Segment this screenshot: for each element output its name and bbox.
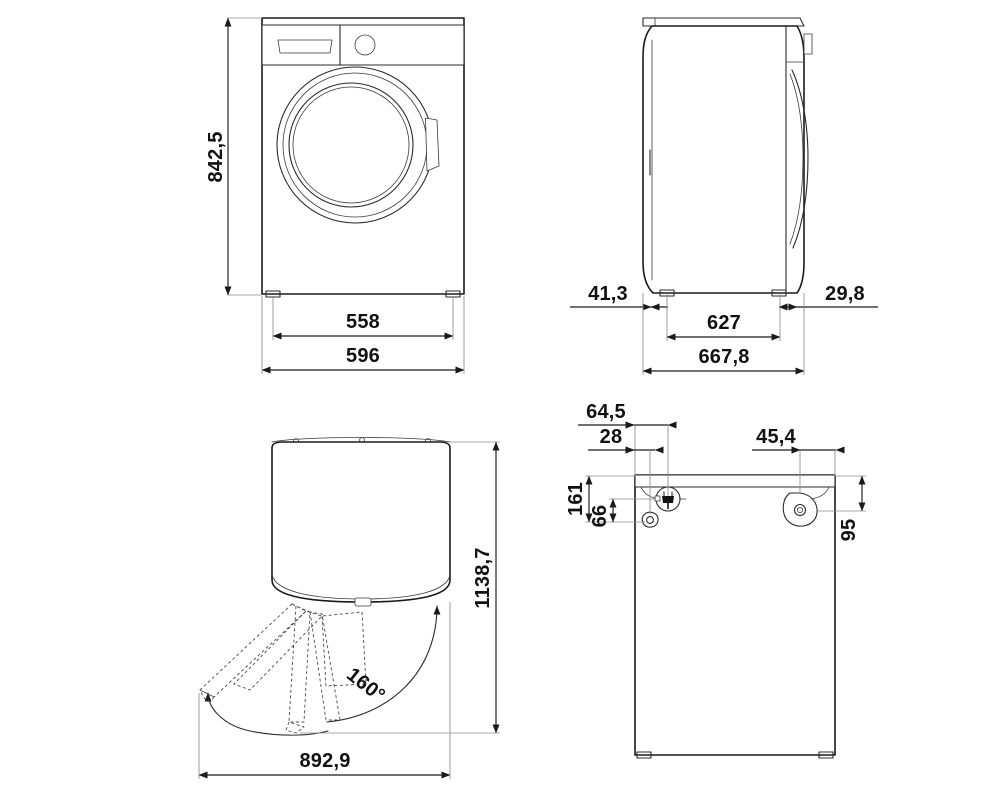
front-foot-left xyxy=(265,290,281,298)
rear-cord-clamp xyxy=(654,495,661,502)
plan-swing-arc-inner xyxy=(204,692,329,736)
door-glass-inner xyxy=(292,86,410,204)
plan-door-open-a-handle xyxy=(199,689,215,703)
water-inlet-bore xyxy=(793,503,807,517)
power-plug-prongs xyxy=(663,491,673,497)
dim-rear-28-label: 28 xyxy=(600,426,623,448)
dim-front-596-label: 596 xyxy=(346,345,380,367)
dim-side-627-label: 627 xyxy=(707,312,741,334)
rear-top-cap xyxy=(634,474,836,488)
dim-rear-645-label: 64,5 xyxy=(586,401,626,423)
view-front-elevation: 842,5 558 596 xyxy=(205,17,465,374)
door-outer-ring[interactable] xyxy=(276,66,434,224)
side-door-latch[interactable] xyxy=(803,33,813,55)
dim-front-558-label: 558 xyxy=(346,311,380,333)
plan-door-handle[interactable] xyxy=(354,597,372,607)
dim-side-413-label: 41,3 xyxy=(588,283,628,305)
plan-hinge-guide xyxy=(291,603,297,607)
plan-cabinet-outline xyxy=(271,441,451,603)
dim-rear-454-label: 45,4 xyxy=(756,426,796,448)
rear-foot-left xyxy=(636,751,652,759)
plan-door-open-c xyxy=(321,611,367,687)
rear-foot-right xyxy=(818,751,834,759)
display-panel[interactable] xyxy=(277,39,333,54)
dim-plan-11387-label: 1138,7 xyxy=(472,547,494,608)
door-glass xyxy=(288,82,414,208)
dim-side-298-label: 29,8 xyxy=(825,283,865,305)
side-foot-rear xyxy=(659,289,675,297)
side-door-bulge-inner xyxy=(789,73,804,245)
dim-rear-66-label: 66 xyxy=(589,505,611,528)
drain-hose-bore xyxy=(646,516,654,524)
drain-hose-port xyxy=(641,511,659,528)
program-selector-knob[interactable] xyxy=(354,34,376,56)
plan-rear-cap xyxy=(271,437,451,443)
side-body-profile xyxy=(642,25,805,294)
power-plug-cord xyxy=(667,503,669,509)
dim-rear-161-label: 161 xyxy=(565,482,587,516)
view-rear-elevation: 64,5 28 45,4 161 66 95 xyxy=(565,401,866,759)
water-inlet-valve xyxy=(782,492,818,527)
plan-swing-arc-outer xyxy=(326,605,441,723)
water-inlet-bore-inner xyxy=(797,506,804,513)
front-foot-right xyxy=(445,290,461,298)
side-worktop-lid xyxy=(642,17,805,27)
side-foot-front xyxy=(771,289,787,297)
side-door-bulge-outer xyxy=(791,69,809,249)
power-plug-body xyxy=(662,496,674,503)
dim-plan-8929-label: 892,9 xyxy=(299,750,350,772)
plan-door-open-a-inner xyxy=(233,610,323,691)
view-side-elevation: 41,3 29,8 627 667,8 xyxy=(570,17,878,375)
dim-side-6678-label: 667,8 xyxy=(698,346,749,368)
plan-door-open-b-handle xyxy=(285,721,305,734)
dim-rear-95-label: 95 xyxy=(838,519,860,542)
dim-front-height-label: 842,5 xyxy=(205,131,227,182)
plan-door-open-b xyxy=(288,605,311,723)
view-plan-door-swing: 160° 1138,7 892,9 xyxy=(198,437,500,779)
door-handle-notch[interactable] xyxy=(425,117,440,172)
